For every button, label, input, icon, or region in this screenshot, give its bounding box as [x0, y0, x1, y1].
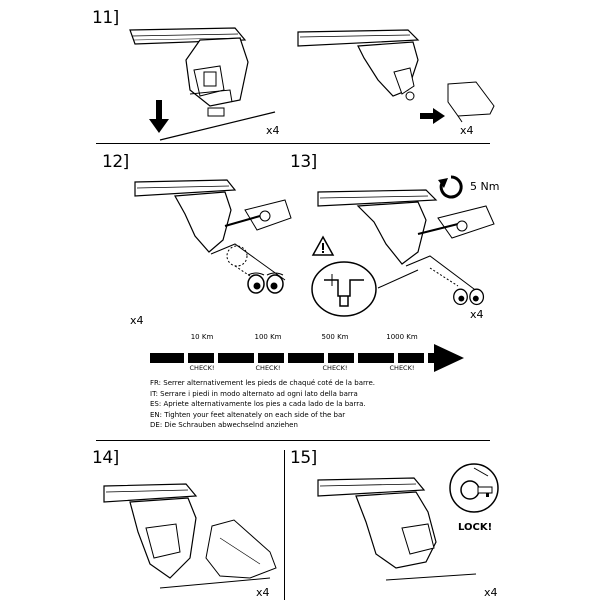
step-11-right-qty: x4 — [460, 124, 474, 137]
torque-value: 5 Nm — [470, 180, 500, 193]
milestone-check: CHECK! — [255, 364, 281, 372]
step-15-qty: x4 — [484, 586, 498, 599]
timeline-arrow — [150, 344, 464, 372]
step-11-number: 11] — [92, 8, 119, 28]
milestone-check: CHECK! — [322, 364, 348, 372]
step-13-detail-circle — [311, 261, 377, 317]
torque-rotate-icon — [438, 175, 463, 199]
step-15-number: 15] — [290, 448, 317, 468]
instruction-en: EN: Tighten your feet altenately on each… — [150, 410, 346, 419]
instruction-fr: FR: Serrer alternativement les pieds de … — [150, 379, 376, 387]
lock-label: LOCK! — [458, 522, 493, 533]
milestone-distance: 100 Km — [254, 333, 282, 341]
milestone-distance: 10 Km — [190, 333, 214, 341]
warning-triangle-icon — [311, 235, 335, 256]
milestone-distance: 1000 Km — [386, 333, 418, 341]
lock-key-icon — [449, 463, 499, 513]
step-13-illustration — [317, 189, 495, 293]
milestone-check: CHECK! — [189, 364, 215, 372]
arrow-down-icon — [149, 100, 169, 133]
divider-bottom — [96, 440, 490, 441]
instruction-de: DE: Die Schrauben abwechselnd anziehen — [150, 421, 298, 429]
step-14-illustration — [103, 483, 277, 589]
step-14-qty: x4 — [256, 586, 270, 599]
eyes-icon — [453, 288, 485, 306]
step-12-illustration — [134, 179, 292, 281]
milestone-distance: 500 Km — [321, 333, 349, 341]
step-11-right-illustration — [297, 29, 495, 123]
instruction-es: ES: Apriete alternativamente los pies a … — [150, 400, 366, 408]
eyes-icon — [247, 272, 284, 294]
tightening-instructions: FR: Serrer alternativement les pieds de … — [150, 378, 375, 431]
step-11-left-illustration — [129, 27, 276, 141]
step-12-number: 12] — [102, 152, 129, 172]
step-14-number: 14] — [92, 448, 119, 468]
milestone-check: CHECK! — [389, 364, 415, 372]
step-13-qty: x4 — [470, 308, 484, 321]
step-12-qty: x4 — [130, 314, 144, 327]
step-13-number: 13] — [290, 152, 317, 172]
step-15-illustration — [317, 477, 477, 581]
divider-vertical — [284, 450, 285, 600]
divider-top — [96, 143, 490, 144]
arrow-right-icon — [420, 108, 445, 124]
instruction-it: IT: Serrare i piedi in modo alternato ad… — [150, 389, 358, 398]
step-11-left-qty: x4 — [266, 124, 280, 137]
